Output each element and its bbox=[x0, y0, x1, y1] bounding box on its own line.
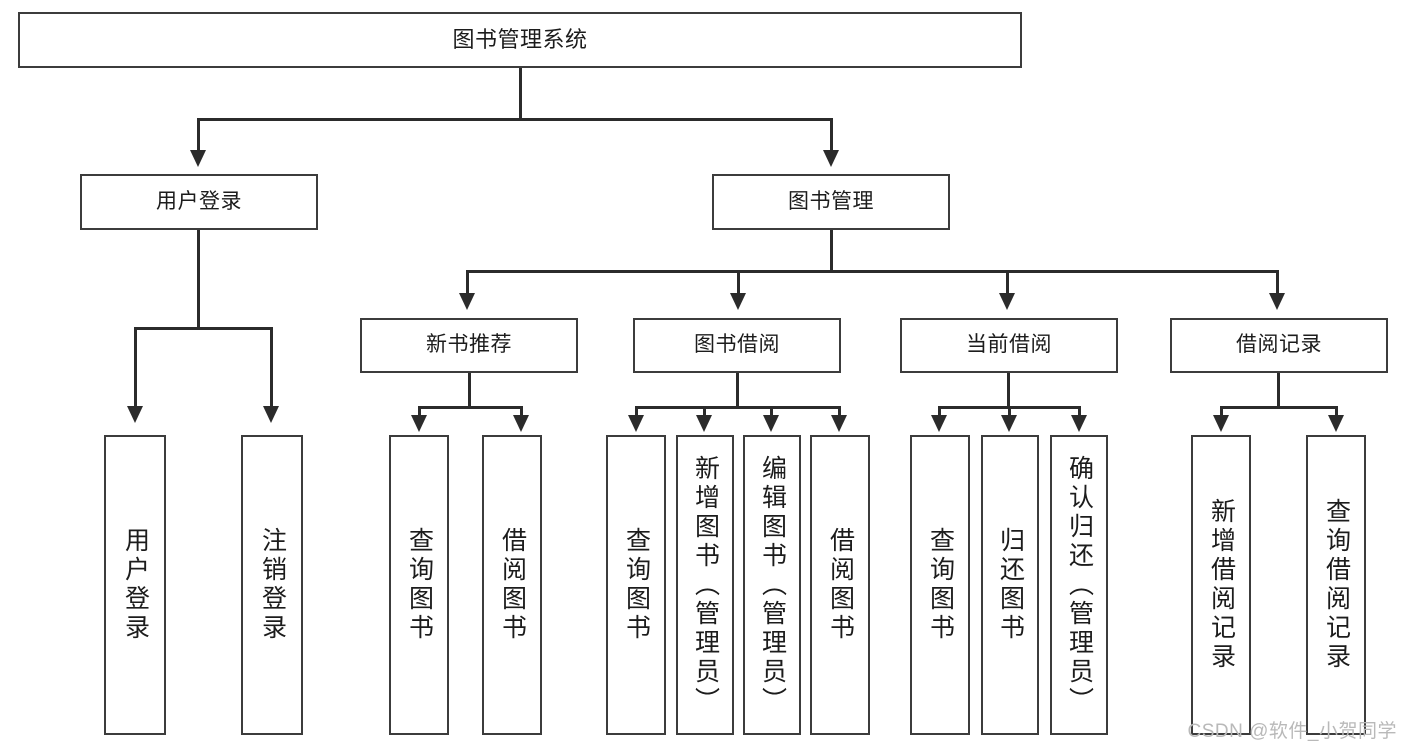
node-label: 用户登录 bbox=[121, 527, 150, 643]
node-label: 图书管理 bbox=[788, 189, 874, 213]
node-book-management[interactable]: 图书管理 bbox=[712, 174, 950, 230]
node-label: 图书借阅 bbox=[694, 333, 780, 357]
edge-borrow-to-leaf2 bbox=[703, 406, 706, 418]
node-label: 注销登录 bbox=[258, 527, 287, 643]
edge-bookmgmt-to-records bbox=[1276, 270, 1279, 296]
arrow-borrow-to-leaf1 bbox=[628, 415, 644, 432]
node-label: 借阅记录 bbox=[1236, 333, 1322, 357]
edge-current-to-leaf1 bbox=[938, 406, 941, 418]
edge-bookmgmt-to-borrow bbox=[737, 270, 740, 296]
edge-bookmgmt-trunk bbox=[830, 230, 833, 272]
edge-login-bar bbox=[134, 327, 273, 330]
arrow-borrow-to-leaf3 bbox=[763, 415, 779, 432]
node-label: 新书推荐 bbox=[426, 333, 512, 357]
node-book-borrow[interactable]: 图书借阅 bbox=[633, 318, 841, 373]
edge-root-to-bookmgmt bbox=[830, 118, 833, 154]
edge-borrow-to-leaf1 bbox=[635, 406, 638, 418]
arrow-bookmgmt-to-records bbox=[1269, 293, 1285, 310]
leaf-logout[interactable]: 注销登录 bbox=[241, 435, 303, 735]
edge-root-to-login bbox=[197, 118, 200, 154]
node-label: 查询图书 bbox=[622, 527, 651, 643]
arrow-current-to-leaf3 bbox=[1071, 415, 1087, 432]
arrow-records-to-leaf1 bbox=[1213, 415, 1229, 432]
leaf-query-book-recommend[interactable]: 查询图书 bbox=[389, 435, 449, 735]
node-label: 当前借阅 bbox=[966, 333, 1052, 357]
edge-root-trunk bbox=[519, 68, 522, 120]
leaf-query-book-current[interactable]: 查询图书 bbox=[910, 435, 970, 735]
edge-login-to-leaf2 bbox=[270, 327, 273, 409]
leaf-add-borrow-record[interactable]: 新增借阅记录 bbox=[1191, 435, 1251, 735]
edge-newbook-bar bbox=[418, 406, 523, 409]
leaf-query-borrow-record[interactable]: 查询借阅记录 bbox=[1306, 435, 1366, 735]
node-borrow-records[interactable]: 借阅记录 bbox=[1170, 318, 1388, 373]
edge-newbook-trunk bbox=[468, 373, 471, 408]
arrow-root-to-login bbox=[190, 150, 206, 167]
edge-bookmgmt-to-newbook bbox=[466, 270, 469, 296]
leaf-edit-book-admin[interactable]: 编辑图书（管理员） bbox=[743, 435, 801, 735]
arrow-bookmgmt-to-newbook bbox=[459, 293, 475, 310]
arrow-current-to-leaf2 bbox=[1001, 415, 1017, 432]
node-label: 借阅图书 bbox=[498, 527, 527, 643]
edge-login-trunk bbox=[197, 230, 200, 330]
edge-borrow-to-leaf3 bbox=[770, 406, 773, 418]
edge-records-to-leaf1 bbox=[1220, 406, 1223, 418]
edge-current-to-leaf2 bbox=[1008, 406, 1011, 418]
arrow-newbook-to-leaf2 bbox=[513, 415, 529, 432]
node-label: 确认归还（管理员） bbox=[1065, 454, 1094, 716]
node-label: 查询图书 bbox=[405, 527, 434, 643]
arrow-login-to-leaf1 bbox=[127, 406, 143, 423]
node-label: 编辑图书（管理员） bbox=[758, 454, 787, 716]
arrow-records-to-leaf2 bbox=[1328, 415, 1344, 432]
leaf-query-book-borrow[interactable]: 查询图书 bbox=[606, 435, 666, 735]
node-root-system[interactable]: 图书管理系统 bbox=[18, 12, 1022, 68]
leaf-return-book[interactable]: 归还图书 bbox=[981, 435, 1039, 735]
arrow-login-to-leaf2 bbox=[263, 406, 279, 423]
edge-records-bar bbox=[1220, 406, 1338, 409]
arrow-bookmgmt-to-borrow bbox=[730, 293, 746, 310]
edge-newbook-to-leaf1 bbox=[418, 406, 421, 418]
node-label: 新增图书（管理员） bbox=[691, 454, 720, 716]
arrow-borrow-to-leaf2 bbox=[696, 415, 712, 432]
arrow-bookmgmt-to-current bbox=[999, 293, 1015, 310]
edge-records-to-leaf2 bbox=[1335, 406, 1338, 418]
edge-records-trunk bbox=[1277, 373, 1280, 408]
leaf-user-login[interactable]: 用户登录 bbox=[104, 435, 166, 735]
node-label: 新增借阅记录 bbox=[1207, 498, 1236, 672]
edge-bookmgmt-to-current bbox=[1006, 270, 1009, 296]
edge-borrow-to-leaf4 bbox=[838, 406, 841, 418]
leaf-borrow-book-recommend[interactable]: 借阅图书 bbox=[482, 435, 542, 735]
edge-borrow-trunk bbox=[736, 373, 739, 408]
node-new-book-recommend[interactable]: 新书推荐 bbox=[360, 318, 578, 373]
node-label: 查询图书 bbox=[926, 527, 955, 643]
edge-root-bar bbox=[197, 118, 833, 121]
edge-current-trunk bbox=[1007, 373, 1010, 408]
node-user-login[interactable]: 用户登录 bbox=[80, 174, 318, 230]
leaf-add-book-admin[interactable]: 新增图书（管理员） bbox=[676, 435, 734, 735]
leaf-confirm-return-admin[interactable]: 确认归还（管理员） bbox=[1050, 435, 1108, 735]
arrow-root-to-bookmgmt bbox=[823, 150, 839, 167]
arrow-borrow-to-leaf4 bbox=[831, 415, 847, 432]
edge-current-to-leaf3 bbox=[1078, 406, 1081, 418]
leaf-borrow-book[interactable]: 借阅图书 bbox=[810, 435, 870, 735]
node-label: 借阅图书 bbox=[826, 527, 855, 643]
arrow-newbook-to-leaf1 bbox=[411, 415, 427, 432]
edge-borrow-bar bbox=[635, 406, 841, 409]
node-label: 归还图书 bbox=[996, 527, 1025, 643]
edge-bookmgmt-bar bbox=[466, 270, 1279, 273]
arrow-current-to-leaf1 bbox=[931, 415, 947, 432]
node-current-borrow[interactable]: 当前借阅 bbox=[900, 318, 1118, 373]
edge-newbook-to-leaf2 bbox=[520, 406, 523, 418]
node-label: 查询借阅记录 bbox=[1322, 498, 1351, 672]
node-label: 图书管理系统 bbox=[452, 27, 588, 53]
edge-login-to-leaf1 bbox=[134, 327, 137, 409]
node-label: 用户登录 bbox=[156, 189, 242, 213]
